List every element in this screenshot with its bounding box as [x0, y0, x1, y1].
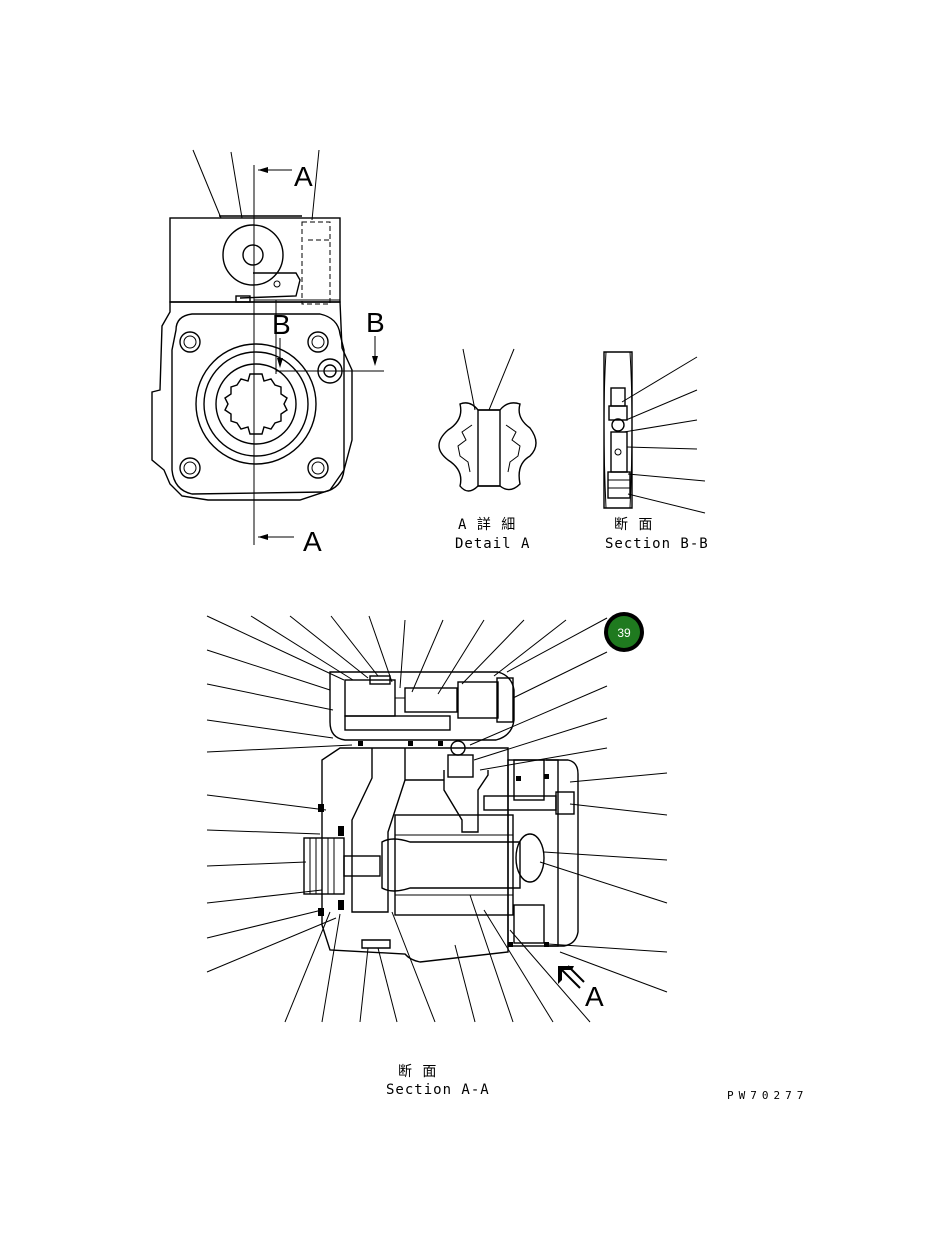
section-bb-view: 断 面 Section B-B	[603, 351, 709, 552]
section-aa-view-arrow-label: A	[585, 981, 604, 1012]
section-aa-caption-jp: 断 面	[398, 1064, 437, 1080]
detail-a-caption-jp: A 詳 細	[458, 517, 516, 533]
section-marker-a-top: A	[294, 161, 313, 192]
detail-a-view: A 詳 細 Detail A	[438, 348, 537, 552]
section-marker-b-right: B	[366, 307, 385, 338]
section-aa-view: A 断 面 Section A-A	[206, 615, 668, 1098]
badge-fill	[608, 616, 640, 648]
part-number-badge[interactable]: 39	[604, 612, 644, 652]
detail-a-caption-en: Detail A	[455, 536, 530, 552]
section-bb-caption-jp: 断 面	[614, 517, 653, 533]
section-bb-caption-en: Section B-B	[605, 536, 709, 552]
section-marker-b-left: B	[272, 309, 291, 340]
drawing-number: PW70277	[727, 1089, 808, 1102]
section-marker-a-bottom: A	[303, 526, 322, 557]
section-aa-caption-en: Section A-A	[386, 1082, 490, 1098]
front-view: A A B B	[151, 149, 385, 557]
badge-number: 39	[617, 626, 631, 640]
